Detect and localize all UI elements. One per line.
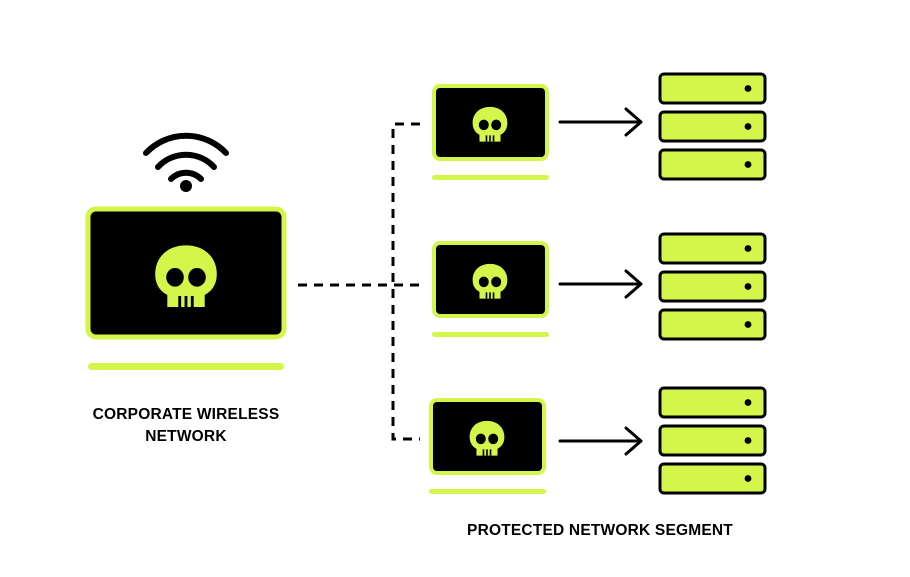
target-laptop-2 xyxy=(432,241,549,337)
corporate-laptop xyxy=(85,206,287,370)
laptop-base xyxy=(432,175,549,180)
arrow-right-icon xyxy=(558,269,643,299)
laptop-base xyxy=(432,332,549,337)
target-laptop-1 xyxy=(432,84,549,180)
laptop-base xyxy=(429,489,546,494)
source-label-line1: CORPORATE WIRELESS xyxy=(92,406,280,423)
server-stack-icon xyxy=(658,72,767,181)
target-laptop-3 xyxy=(429,398,546,494)
server-stack-icon xyxy=(658,232,767,341)
corporate-wireless-network-label: CORPORATE WIRELESS NETWORK xyxy=(60,404,312,448)
server-stack-icon xyxy=(658,386,767,495)
arrow-right-icon xyxy=(558,107,643,137)
arrow-right-icon xyxy=(558,426,643,456)
source-label-line2: NETWORK xyxy=(145,428,227,445)
dashed-connector xyxy=(298,122,420,441)
wifi-icon xyxy=(143,132,229,192)
laptop-base xyxy=(88,363,284,370)
protected-network-segment-label: PROTECTED NETWORK SEGMENT xyxy=(467,522,733,539)
connector-branch-bus xyxy=(391,122,420,441)
